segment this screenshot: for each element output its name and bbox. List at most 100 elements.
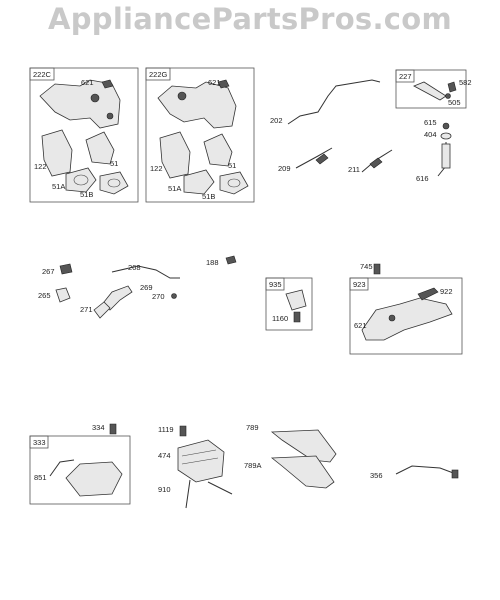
part-935-governor[interactable]	[285, 289, 307, 311]
plate-hole	[388, 314, 396, 322]
box-923-tag	[349, 277, 369, 291]
box-227-tag	[395, 69, 415, 83]
label-267: 267	[42, 267, 55, 276]
label-51b: 51B	[80, 190, 93, 199]
bracket-hole	[106, 112, 114, 120]
gasket-122-g[interactable]	[159, 131, 191, 179]
part-923-control-plate[interactable]	[361, 297, 453, 341]
part-1119-bolt[interactable]	[179, 425, 187, 437]
part-615-404-616: 615 404 616	[416, 118, 452, 183]
part-745-screw[interactable]	[373, 263, 381, 275]
box-333-tag	[29, 435, 49, 449]
gasket-51a-g[interactable]	[183, 169, 215, 195]
fin-2	[181, 457, 219, 465]
label-211: 211	[348, 165, 360, 174]
label-122-g: 122	[150, 164, 163, 173]
label-789a: 789A	[244, 461, 262, 470]
gasket-51a[interactable]	[65, 167, 97, 193]
part-1160-screw[interactable]	[293, 311, 301, 323]
part-789a-baffle[interactable]	[270, 455, 335, 489]
label-270: 270	[152, 292, 165, 301]
label-404: 404	[424, 130, 437, 139]
gasket-51b-hole	[107, 178, 121, 188]
part-333-armature[interactable]	[65, 461, 123, 497]
label-474: 474	[158, 451, 171, 460]
part-268-cable[interactable]	[111, 265, 180, 279]
label-271: 271	[80, 305, 93, 314]
box-333-label: 333	[33, 438, 46, 447]
label-910: 910	[158, 485, 171, 494]
part-188-bolt[interactable]	[225, 255, 237, 265]
throttle-linkage-group: 188 267 268 269 265 271 270	[38, 255, 237, 319]
gasket-51-g[interactable]	[203, 133, 233, 167]
part-582-screw[interactable]	[447, 81, 457, 93]
label-265: 265	[38, 291, 51, 300]
gasket-51b-g[interactable]	[219, 171, 249, 195]
part-615-washer[interactable]	[442, 122, 450, 130]
fin-1	[181, 449, 217, 457]
part-227-lever[interactable]	[413, 81, 447, 101]
box-222c-label: 222C	[33, 70, 52, 79]
label-616: 616	[416, 174, 429, 183]
label-51a: 51A	[52, 182, 65, 191]
label-51-g: 51	[228, 161, 236, 170]
box-333-frame	[29, 435, 131, 505]
label-202: 202	[270, 116, 283, 125]
part-211-spring	[369, 157, 383, 169]
part-910-stud[interactable]	[185, 479, 191, 509]
label-51a-g: 51A	[168, 184, 181, 193]
part-404-bushing[interactable]	[440, 132, 452, 140]
part-621-clip-g[interactable]	[217, 79, 230, 89]
gasket-122[interactable]	[41, 129, 73, 177]
box-227-frame	[395, 69, 467, 109]
label-745: 745	[360, 262, 373, 271]
label-582: 582	[459, 78, 472, 87]
label-621-923: 621	[354, 321, 367, 330]
carb-bracket[interactable]	[39, 79, 121, 129]
part-334-screw[interactable]	[109, 423, 117, 435]
bracket-pivot-g	[177, 91, 187, 101]
label-356: 356	[370, 471, 383, 480]
box-222g-frame	[145, 67, 255, 203]
part-267-screw[interactable]	[59, 263, 73, 275]
gasket-51a-hole	[73, 174, 89, 186]
part-616-body	[441, 143, 451, 169]
part-505-nut[interactable]	[445, 93, 451, 99]
box-222c-tag	[29, 67, 55, 81]
part-271-bracket[interactable]	[93, 301, 111, 319]
linkage-group: 202 209 211	[270, 79, 393, 174]
box-923-label: 923	[353, 280, 366, 289]
assembly-222c: 222C 621 122 51 51A 51B	[29, 67, 139, 203]
part-270-clip[interactable]	[171, 293, 177, 299]
wire-356-group: 356	[370, 465, 459, 480]
label-1119: 1119	[158, 425, 174, 434]
label-789: 789	[246, 423, 259, 432]
label-1160: 1160	[272, 314, 288, 323]
gasket-51b-g-hole	[227, 178, 241, 188]
label-209: 209	[278, 164, 291, 173]
control-bracket[interactable]	[157, 81, 237, 129]
baffle-group: 789 789A	[244, 423, 337, 489]
part-851-wire[interactable]	[49, 459, 75, 477]
part-202-rod[interactable]	[287, 79, 381, 125]
part-789-baffle[interactable]	[270, 429, 337, 463]
part-265-clamp[interactable]	[55, 287, 71, 303]
box-923-frame	[349, 277, 463, 355]
part-922-spring[interactable]	[417, 287, 439, 301]
assembly-935: 935 1160	[265, 277, 313, 331]
label-51b-g: 51B	[202, 192, 215, 201]
gasket-51b[interactable]	[99, 171, 129, 195]
label-851: 851	[34, 473, 47, 482]
part-269-lever[interactable]	[103, 285, 133, 311]
label-269: 269	[140, 283, 153, 292]
gasket-51[interactable]	[85, 131, 115, 165]
assembly-222g: 222G 621 122 51 51A 51B	[145, 67, 255, 203]
part-356-wire[interactable]	[395, 465, 457, 475]
part-621-clip[interactable]	[101, 79, 114, 89]
label-621-g: 621	[208, 78, 221, 87]
box-935-tag	[265, 277, 285, 291]
label-615: 615	[424, 118, 437, 127]
part-209-rod[interactable]	[295, 147, 333, 169]
label-122: 122	[34, 162, 47, 171]
